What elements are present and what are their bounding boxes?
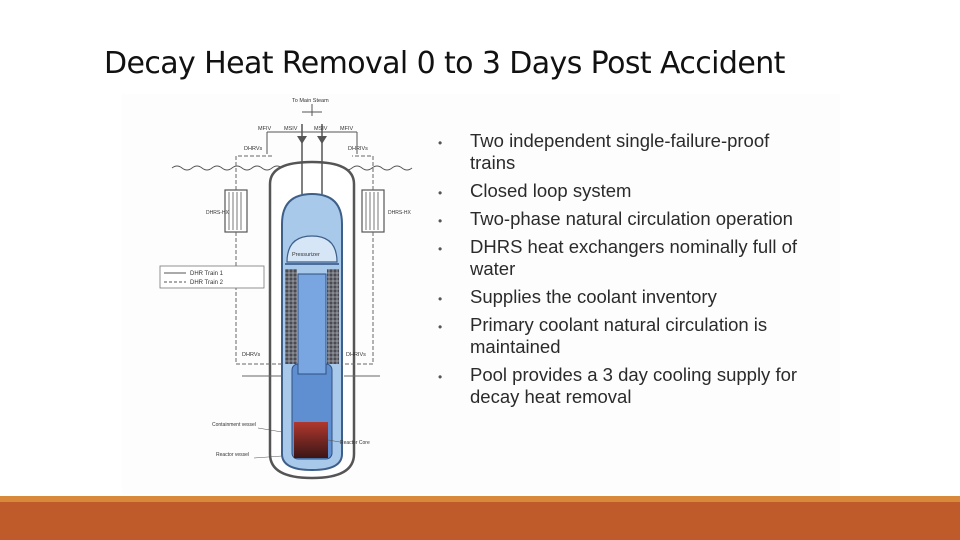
footer-bar: [0, 502, 960, 540]
label-mfiv-right: MFIV: [340, 126, 353, 132]
dhr-hx-right: [361, 189, 385, 233]
slide-title: Decay Heat Removal 0 to 3 Days Post Acci…: [104, 46, 785, 81]
bullet-dot-icon: •: [438, 136, 443, 150]
bullet-text: Closed loop system: [470, 180, 632, 201]
label-dhrivs-bottom-left: DHRVs: [242, 352, 260, 358]
bullet-dot-icon: •: [438, 292, 443, 306]
label-reactor-core: Reactor Core: [340, 440, 370, 446]
bullet-item: • Primary coolant natural circulation is …: [438, 314, 818, 358]
label-dhr-hx-right: DHRS-HX: [388, 210, 411, 216]
bullet-item: • Closed loop system: [438, 180, 818, 202]
bullet-dot-icon: •: [438, 214, 443, 228]
dhrs-schematic: To Main Steam MFIV MSIV MSIV MFIV DHRVs …: [159, 98, 413, 480]
label-dhr-train-1: DHR Train 1: [190, 271, 224, 277]
bullet-text: Two-phase natural circulation operation: [470, 208, 793, 229]
label-dhrivs-top-left: DHRVs: [244, 146, 262, 152]
bullet-item: • Supplies the coolant inventory: [438, 286, 818, 308]
label-reactor-vessel: Reactor vessel: [216, 452, 249, 458]
label-dhr-hx-left: DHRS-HX: [206, 210, 229, 216]
bullet-dot-icon: •: [438, 242, 443, 256]
bullet-text: Supplies the coolant inventory: [470, 286, 717, 307]
label-msiv-right: MSIV: [314, 126, 328, 132]
bullet-item: • Two independent single-failure-proof tr…: [438, 130, 818, 174]
label-dhrivs-top-right: DHRIVs: [348, 146, 368, 152]
pressurizer-dome: [286, 235, 338, 263]
dhr-hx-left: [224, 189, 248, 233]
bullet-item: • Pool provides a 3 day cooling supply fo…: [438, 364, 818, 408]
bullet-text: DHRS heat exchangers nominally full of w…: [470, 236, 797, 279]
bullet-item: • Two-phase natural circulation operation: [438, 208, 818, 230]
bullet-item: • DHRS heat exchangers nominally full of …: [438, 236, 818, 280]
label-mfiv-left: MFIV: [258, 126, 271, 132]
bullet-dot-icon: •: [438, 186, 443, 200]
reactor-core: [294, 422, 328, 458]
label-dhr-train-2: DHR Train 2: [190, 280, 224, 286]
riser-column: [297, 273, 327, 375]
bullet-text: Two independent single-failure-proof tra…: [470, 130, 770, 173]
bullet-list: • Two independent single-failure-proof tr…: [438, 130, 818, 414]
bullet-dot-icon: •: [438, 370, 443, 384]
insulation-right: [327, 269, 339, 364]
dhrs-figure: To Main Steam MFIV MSIV MSIV MFIV DHRVs …: [122, 94, 840, 494]
bullet-text: Primary coolant natural circulation is m…: [470, 314, 768, 357]
label-dhrivs-bottom-right: DHRIVs: [346, 352, 366, 358]
bullet-text: Pool provides a 3 day cooling supply for…: [470, 364, 798, 407]
label-containment-vessel: Containment vessel: [212, 422, 256, 428]
label-to-main-steam: To Main Steam: [292, 98, 329, 104]
label-msiv-left: MSIV: [284, 126, 298, 132]
bullet-dot-icon: •: [438, 320, 443, 334]
insulation-left: [285, 269, 297, 364]
label-pressurizer: Pressurizer: [292, 252, 320, 258]
footer-accent-bar: [0, 496, 960, 502]
